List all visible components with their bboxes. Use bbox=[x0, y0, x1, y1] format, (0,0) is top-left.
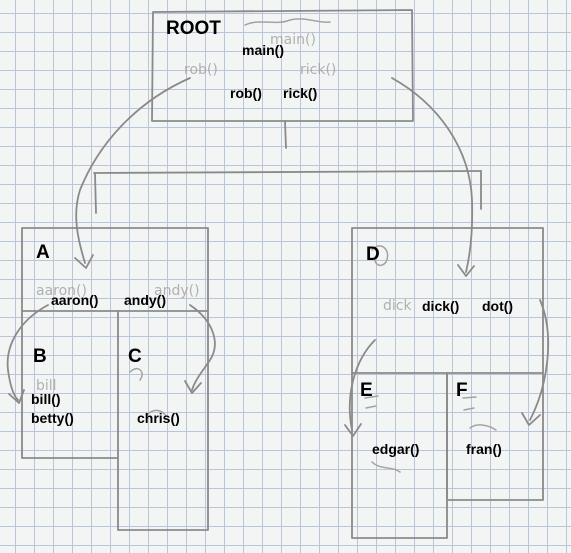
scribble-f bbox=[462, 396, 477, 411]
sketch-root-rob: rob() bbox=[184, 62, 218, 78]
arrow-dot-to-f bbox=[529, 299, 549, 421]
scribble-c bbox=[129, 368, 143, 381]
a-title: A bbox=[36, 242, 50, 263]
sketch-a-andy: andy() bbox=[154, 283, 200, 299]
scribble-d bbox=[371, 245, 389, 267]
arrowhead-f bbox=[521, 412, 541, 426]
sketch-d-dick: dick bbox=[383, 298, 412, 314]
root-method-rob: rob() bbox=[230, 85, 262, 101]
c-title: C bbox=[128, 346, 142, 367]
root-box bbox=[151, 9, 414, 122]
arrow-andy-to-c bbox=[189, 304, 216, 391]
sketch-root-rick: rick() bbox=[300, 62, 337, 78]
root-method-main: main() bbox=[242, 42, 284, 58]
b-title: B bbox=[33, 346, 47, 367]
scribble-e bbox=[364, 395, 379, 409]
a-method-aaron: aaron() bbox=[51, 292, 99, 308]
d-method-dot: dot() bbox=[482, 298, 514, 314]
arrowhead-b bbox=[8, 389, 25, 404]
scribble-c-bottom bbox=[147, 409, 167, 417]
arrow-dick-to-e bbox=[348, 339, 376, 431]
arrow-rick-to-d bbox=[391, 77, 474, 273]
b-box bbox=[21, 310, 119, 459]
f-method-fran: fran() bbox=[466, 441, 502, 457]
f-title: F bbox=[456, 380, 468, 401]
branch-connector bbox=[93, 170, 482, 174]
b-method-bill: bill() bbox=[31, 391, 61, 407]
scribble-f-bottom bbox=[469, 424, 497, 431]
root-connector-stem bbox=[284, 120, 287, 149]
f-box bbox=[446, 372, 544, 501]
e-title: E bbox=[360, 380, 373, 401]
sketch-a-aaron: aaron() bbox=[36, 283, 87, 299]
e-method-edgar: edgar() bbox=[372, 441, 420, 457]
d-title: D bbox=[366, 244, 380, 265]
c-method-chris: chris() bbox=[137, 410, 180, 426]
arrowhead-c bbox=[184, 380, 202, 394]
arrow-aaron-to-b bbox=[6, 304, 49, 401]
arrow-rob-to-a bbox=[75, 77, 191, 264]
root-method-rick: rick() bbox=[283, 85, 318, 101]
c-box bbox=[117, 310, 209, 531]
sketch-b-bill: bill bbox=[36, 378, 57, 394]
arrowhead-d bbox=[457, 264, 475, 277]
b-method-betty: betty() bbox=[31, 410, 74, 426]
arrowhead-a bbox=[74, 254, 94, 269]
scribble-e-bottom bbox=[371, 461, 401, 473]
sketch-root-main: main() bbox=[270, 32, 316, 48]
d-method-dick: dick() bbox=[422, 298, 460, 314]
arrowhead-e bbox=[344, 423, 362, 437]
branch-drop-a bbox=[94, 172, 97, 214]
a-method-andy: andy() bbox=[124, 292, 166, 308]
scribble-root bbox=[244, 18, 331, 26]
root-title: ROOT bbox=[166, 18, 221, 39]
